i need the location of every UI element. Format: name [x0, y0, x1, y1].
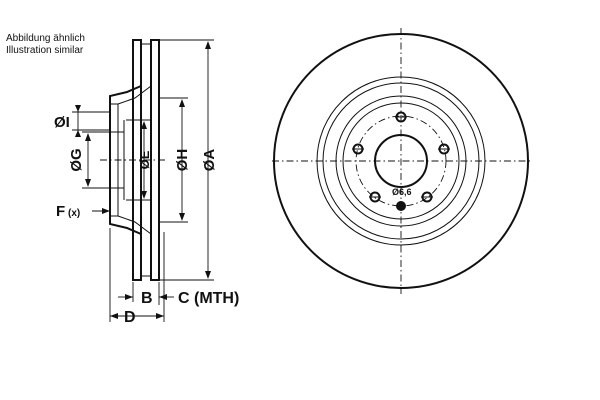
dimension-e-label: ØE: [137, 150, 152, 169]
front-view: Ø6,6: [272, 28, 530, 294]
dimension-h-label: ØH: [174, 149, 191, 172]
dimension-i-label: ØI: [54, 114, 70, 131]
dimension-c-label: C (MTH): [178, 290, 239, 307]
dimension-a-label: ØA: [201, 149, 218, 172]
caption-line-1: Abbildung ähnlich: [6, 33, 85, 44]
section-view: [100, 39, 165, 281]
caption-line-2: Illustration similar: [6, 45, 84, 56]
locating-hole-label: Ø6,6: [392, 187, 412, 197]
dimensions: ØA ØH ØE ØG ØI F (x): [54, 39, 239, 326]
dimension-g-label: ØG: [68, 148, 85, 171]
dimension-f-label: F: [56, 203, 65, 220]
dimension-f-sub-label: (x): [68, 208, 80, 219]
dimension-d-label: D: [124, 309, 136, 326]
dimension-b-label: B: [141, 290, 153, 307]
